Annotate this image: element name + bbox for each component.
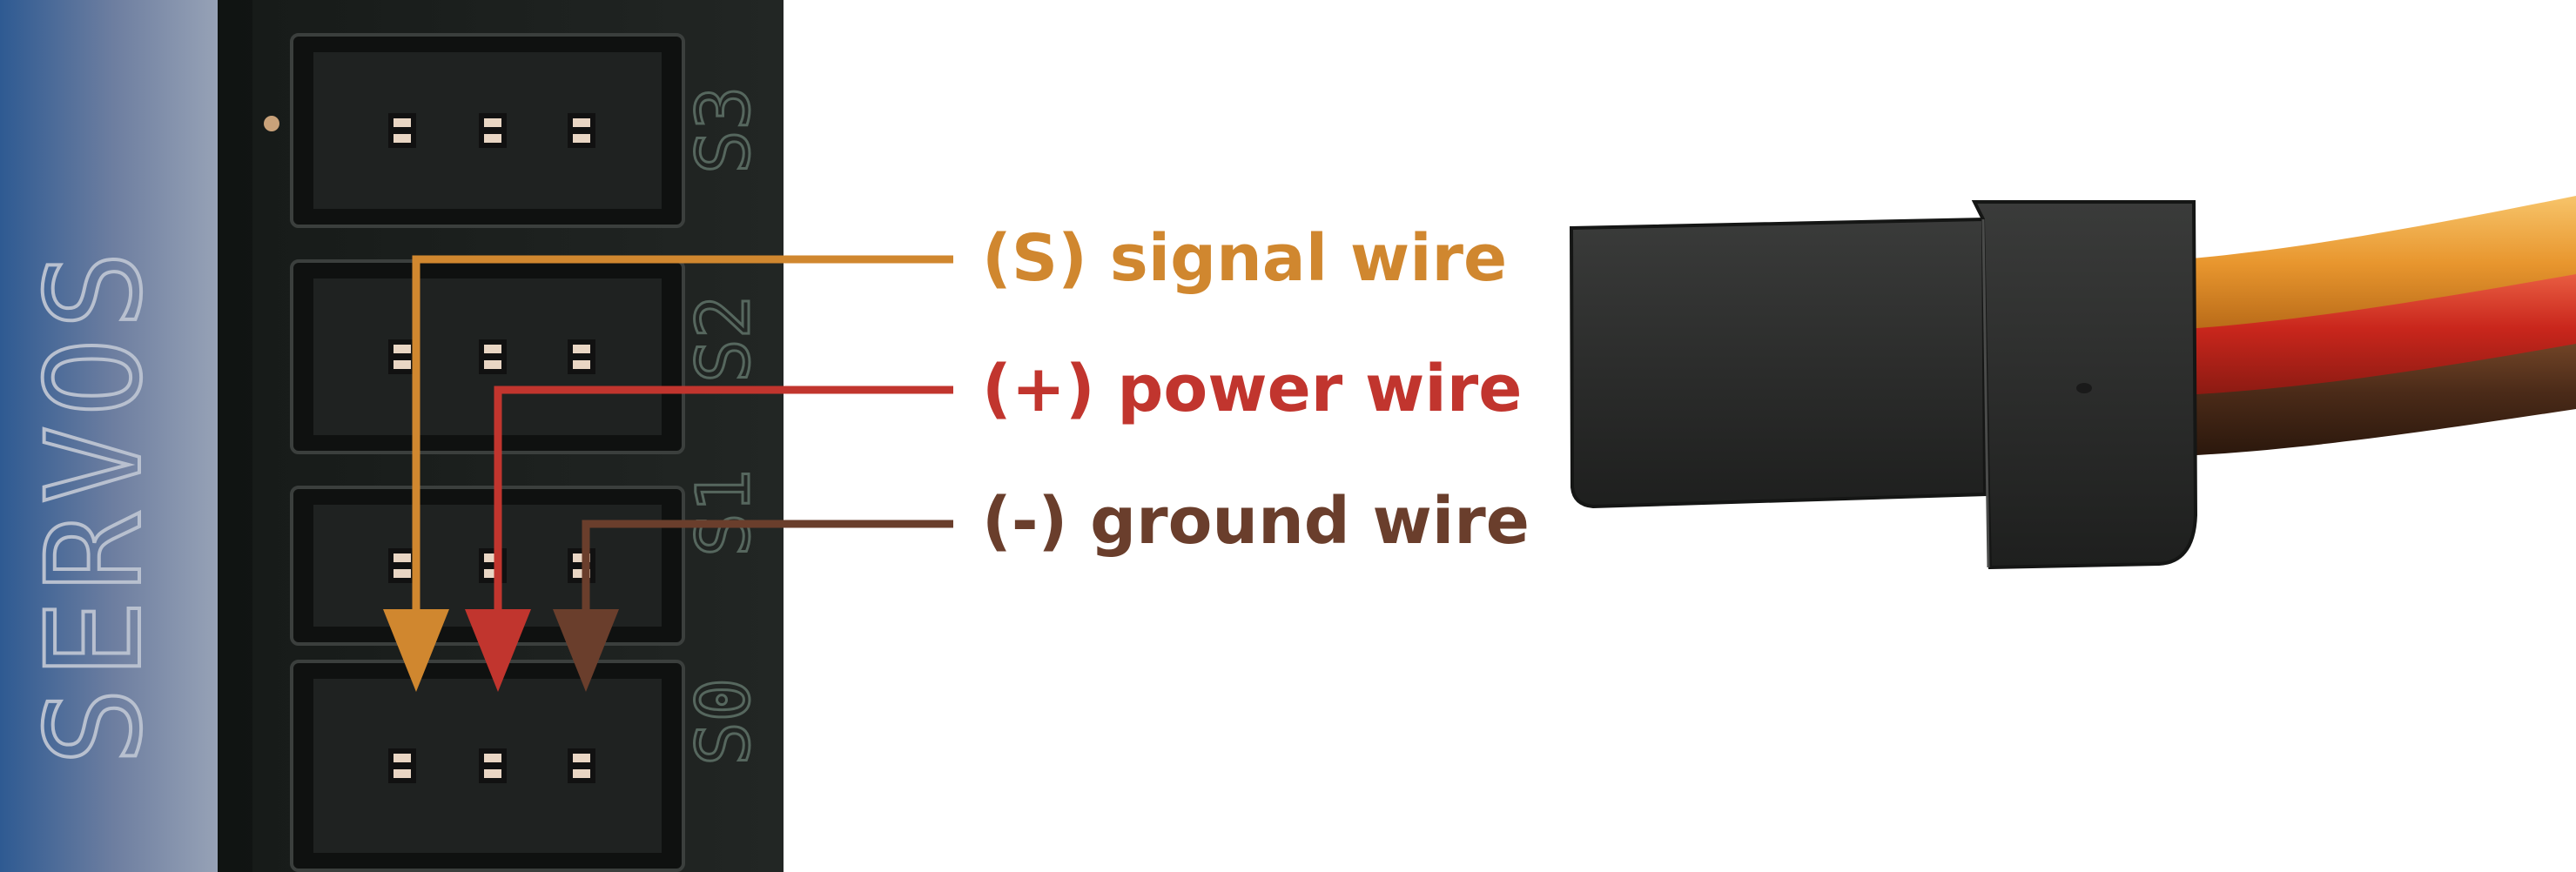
servo-cable-plug	[1569, 196, 2576, 570]
header-pin-contact	[393, 754, 411, 762]
signal-arrowhead	[383, 609, 449, 692]
servo-header-s0	[290, 660, 685, 872]
wire-leader-lines	[383, 255, 953, 692]
ground-leader-line	[582, 520, 953, 631]
mounting-dot	[264, 116, 279, 131]
header-pin-contact	[393, 360, 411, 369]
servo-header-s2	[290, 259, 685, 454]
servo-header-s3	[290, 33, 685, 228]
port-label-s0: S0	[681, 678, 766, 766]
header-pin-contact	[484, 569, 501, 578]
plug-seam	[1981, 218, 1990, 568]
header-pin-contact	[393, 134, 411, 143]
header-pin-contact	[393, 569, 411, 578]
header-pin-contact	[573, 360, 590, 369]
signal-wire-label: (S) signal wire	[982, 221, 1507, 296]
ground-arrowhead	[553, 609, 619, 692]
header-pin-contact	[393, 118, 411, 127]
plug-housing-front	[1569, 217, 1987, 509]
header-pin-contact	[484, 360, 501, 369]
power-arrowhead	[465, 609, 531, 692]
header-pin-contact	[484, 553, 501, 562]
header-pin-contact	[393, 769, 411, 778]
header-pin-contact	[484, 118, 501, 127]
header-pin-contact	[393, 345, 411, 353]
board-edge	[0, 0, 226, 872]
port-label-s1: S1	[681, 469, 766, 557]
plug-mark	[2076, 383, 2092, 393]
header-pin-contact	[573, 553, 590, 562]
header-pin-contact	[573, 569, 590, 578]
servos-silkscreen: SERVOS	[19, 242, 171, 766]
port-label-s2: S2	[681, 295, 766, 383]
header-pin-contact	[573, 118, 590, 127]
signal-leader-line	[412, 255, 953, 631]
ground-wire-label: (-) ground wire	[982, 484, 1530, 559]
header-pin-contact	[573, 345, 590, 353]
header-pin-contact	[573, 134, 590, 143]
header-pin-contact	[573, 754, 590, 762]
signal-wire-cable	[2159, 196, 2576, 331]
power-wire-cable	[2159, 261, 2576, 396]
port-label-s3: S3	[681, 86, 766, 174]
ground-wire-cable	[2159, 331, 2576, 457]
power-leader-line	[494, 386, 953, 631]
header-pin-contact	[484, 134, 501, 143]
header-pin-contact	[484, 754, 501, 762]
power-wire-label: (+) power wire	[982, 352, 1522, 426]
pcb-shadow-strip	[218, 0, 252, 872]
header-pin-contact	[393, 553, 411, 562]
header-pin-contact	[484, 769, 501, 778]
header-pin-contact	[484, 345, 501, 353]
header-pin-contact	[573, 769, 590, 778]
